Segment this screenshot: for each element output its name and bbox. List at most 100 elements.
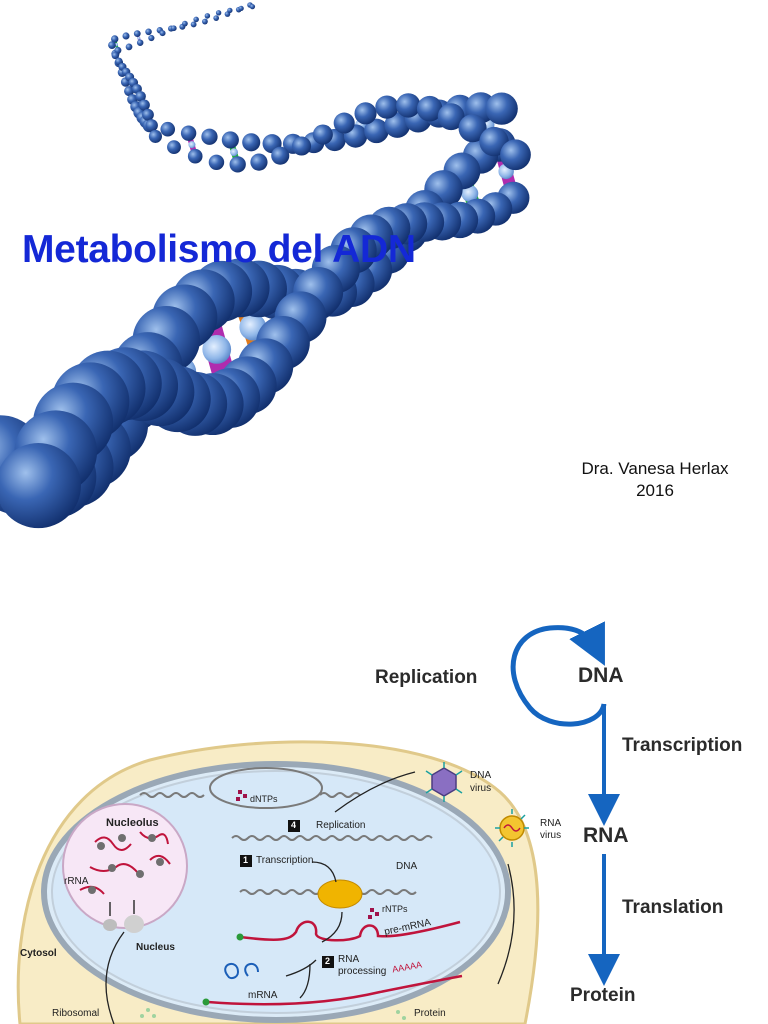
helix-backbone-bead [292, 136, 312, 156]
central-dogma-slide: Nucleolus rRNA Nucleus Cytosol dNTPs 4 R… [0, 592, 768, 1024]
helix-backbone-bead [148, 129, 162, 143]
dna-helix-illustration [0, 2, 531, 529]
helix-backbone-bead [182, 20, 188, 27]
helix-backbone-bead [396, 93, 421, 118]
helix-backbone-bead [201, 128, 218, 145]
rntps-label: rNTPs [382, 904, 408, 914]
helix-backbone-bead [187, 148, 203, 164]
helix-backbone-bead [167, 140, 181, 155]
helix-base-pair-joint [230, 148, 238, 157]
nucleolus [62, 803, 188, 929]
nucleolus-label: Nucleolus [106, 817, 159, 829]
cytosol-label: Cytosol [20, 948, 57, 959]
helix-backbone-bead [354, 102, 377, 125]
helix-backbone-bead [375, 95, 399, 119]
dntps-label: dNTPs [250, 794, 278, 804]
transcription-label: Transcription [622, 735, 743, 756]
helix-backbone-bead [229, 156, 246, 173]
replication-label: Replication [375, 667, 478, 688]
helix-backbone-bead [384, 112, 411, 138]
dna-virus-label-1: DNA [470, 770, 492, 781]
helix-backbone-bead [202, 18, 208, 25]
helix-backbone-bead [416, 95, 443, 122]
ribosomal-label: Ribosomal [52, 1008, 100, 1019]
helix-backbone-bead [125, 43, 133, 51]
helix-backbone-bead [0, 443, 81, 529]
helix-backbone-bead [208, 154, 225, 171]
rna-processing-label-1: RNA [338, 954, 360, 965]
helix-backbone-bead [437, 103, 465, 131]
helix-backbone-bead [136, 39, 144, 46]
translation-label: Translation [622, 897, 724, 918]
helix-backbone-bead [227, 7, 233, 14]
helix-backbone-bead [250, 153, 268, 171]
helix-backbone-bead [108, 41, 116, 50]
protein-label: Protein [414, 1008, 446, 1019]
helix-base-pair-joint [461, 185, 479, 202]
helix-backbone-bead [159, 30, 166, 37]
helix-base-pair-joint [202, 335, 232, 364]
transcription-step-label: Transcription [256, 855, 314, 866]
mrna-label: mRNA [248, 990, 278, 1001]
helix-backbone-bead [312, 124, 333, 145]
helix-backbone-bead [124, 86, 135, 97]
protein-dogma-label: Protein [570, 985, 636, 1006]
helix-backbone-bead [485, 92, 518, 125]
helix-backbone-bead [190, 21, 197, 28]
cell-diagram [16, 740, 540, 1024]
dna-strand-label: DNA [396, 861, 418, 872]
dna-virus-label-2: virus [470, 783, 492, 794]
helix-backbone-bead [238, 5, 244, 12]
rna-processing-label-2: processing [338, 966, 387, 977]
rna-virus-label-2: virus [540, 830, 562, 841]
replication-loop-arrow [510, 621, 607, 727]
helix-backbone-bead [145, 28, 152, 36]
dna-virus-icon [425, 762, 463, 802]
step-4-number: 4 [291, 820, 297, 830]
helix-backbone-bead [500, 139, 531, 171]
helix-backbone-bead [364, 118, 389, 144]
rna-polymerase [317, 879, 363, 909]
helix-backbone-bead [111, 35, 119, 43]
helix-backbone-bead [170, 25, 177, 32]
author-name: Dra. Vanesa Herlax [581, 459, 729, 478]
replication-step-label: Replication [316, 820, 366, 831]
rna-label: RNA [583, 824, 629, 847]
helix-backbone-bead [148, 34, 155, 42]
helix-backbone-bead [122, 32, 130, 40]
helix-backbone-bead [271, 146, 290, 165]
helix-backbone-bead [242, 133, 261, 152]
rrna-label: rRNA [64, 876, 89, 887]
author-block: Dra. Vanesa Herlax 2016 [560, 458, 750, 502]
helix-backbone-bead [135, 91, 146, 102]
step-1-number: 1 [243, 855, 249, 865]
helix-backbone-bead [249, 3, 256, 10]
helix-backbone-bead [193, 16, 199, 23]
helix-backbone-bead [111, 51, 119, 60]
helix-backbone-bead [133, 30, 141, 38]
helix-backbone-bead [145, 119, 158, 132]
helix-backbone-bead [458, 114, 487, 143]
nucleus-label: Nucleus [136, 942, 175, 953]
mrna-strand [207, 974, 463, 1006]
helix-backbone-bead [142, 108, 154, 121]
title-slide: Metabolismo del ADN Dra. Vanesa Herlax 2… [0, 2, 750, 529]
rna-virus-icon [495, 809, 529, 847]
dna-label: DNA [578, 664, 624, 687]
central-dogma-arrows [510, 621, 620, 986]
helix-backbone-bead [213, 15, 220, 21]
author-year: 2016 [636, 481, 674, 500]
helix-backbone-bead [138, 99, 150, 111]
helix-backbone-bead [160, 121, 176, 137]
pre-mrna-strand [239, 920, 461, 942]
helix-backbone-bead [333, 112, 355, 134]
rna-virus-label-1: RNA [540, 818, 562, 829]
helix-base-pair-joint [137, 36, 141, 40]
slide-title: Metabolismo del ADN [22, 228, 416, 271]
helix-base-pair-joint [188, 141, 196, 149]
helix-backbone-bead [221, 131, 239, 149]
helix-backbone-bead [215, 10, 222, 16]
step-2-number: 2 [325, 956, 331, 966]
helix-backbone-bead [180, 125, 197, 141]
helix-backbone-bead [204, 13, 211, 19]
